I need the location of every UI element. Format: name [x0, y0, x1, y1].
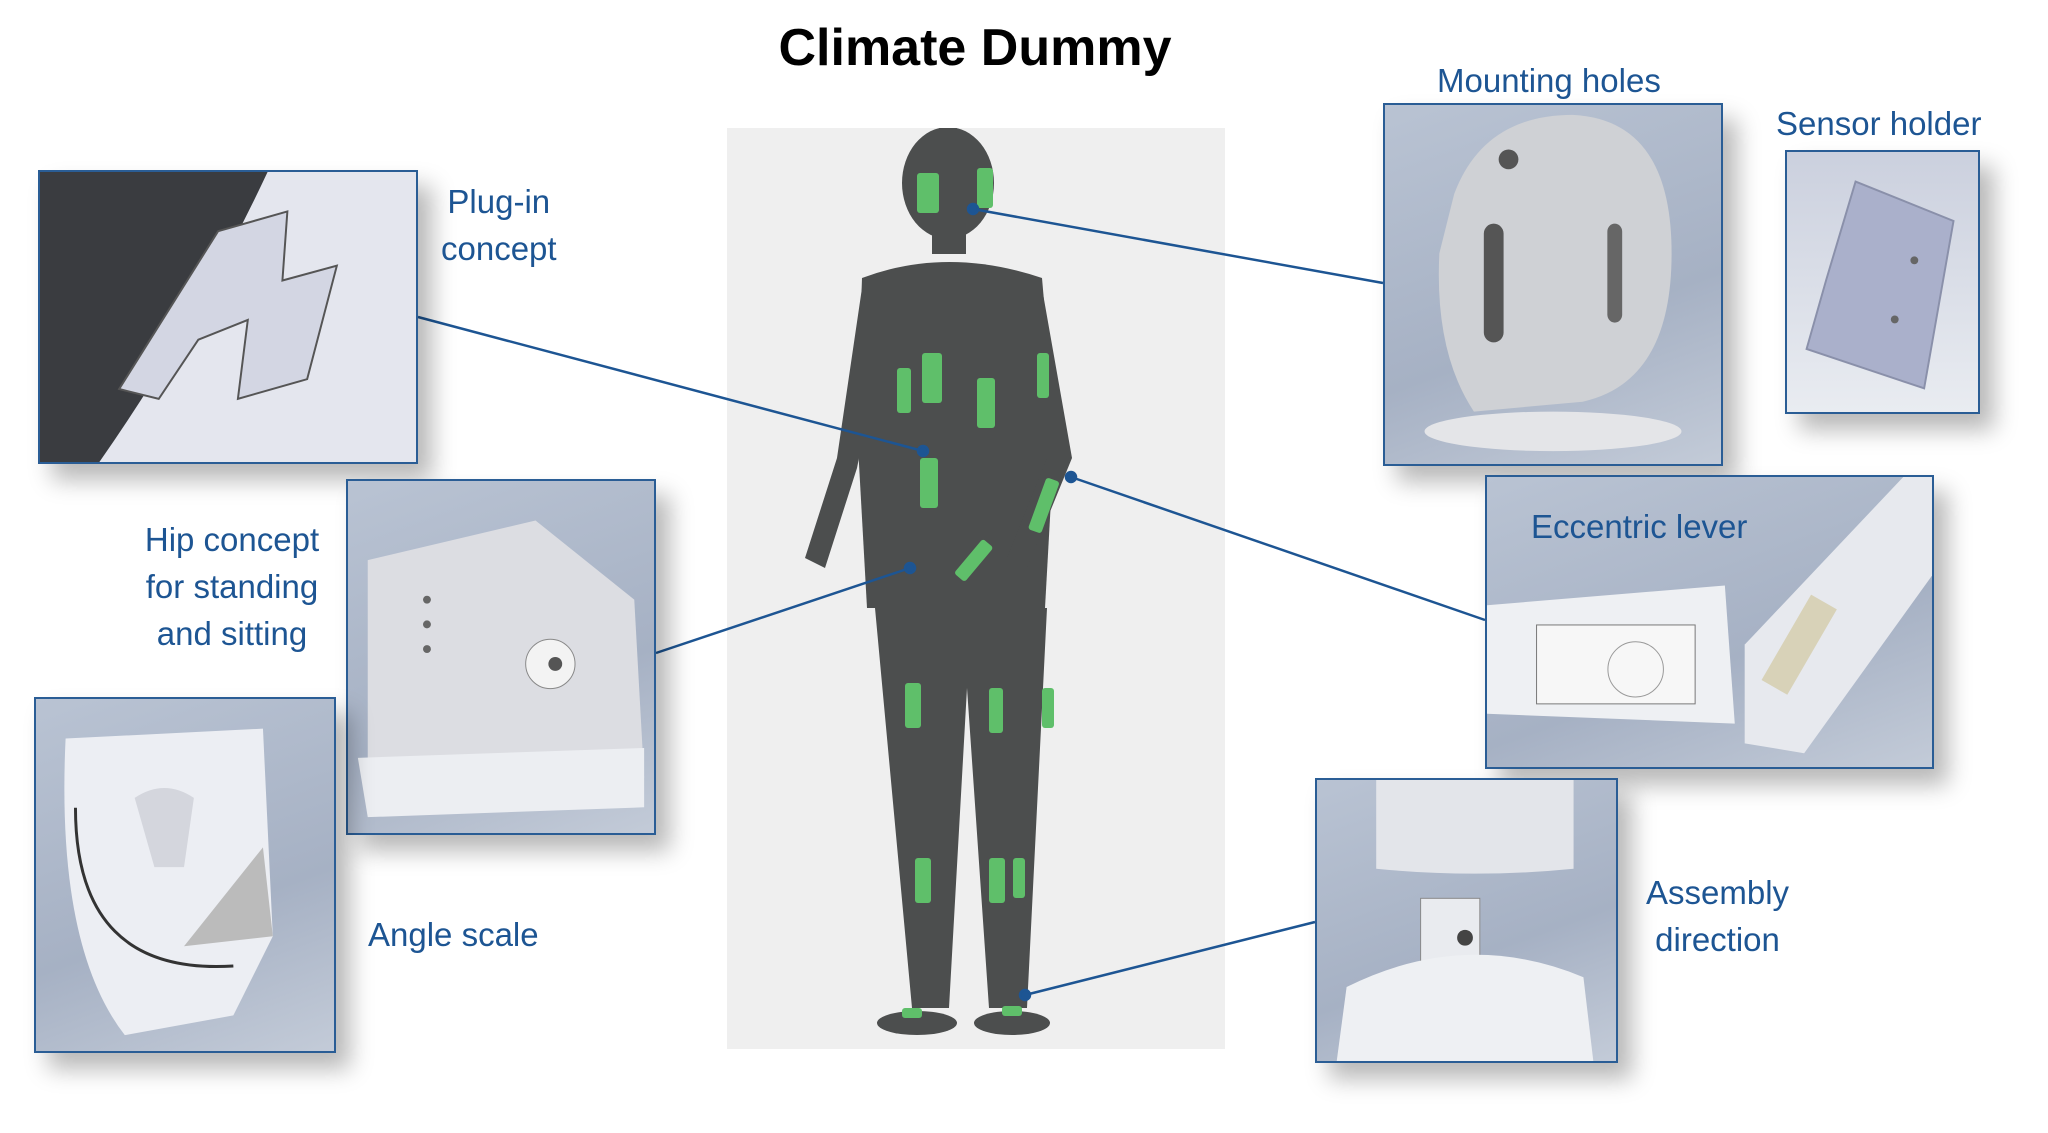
label-line: concept: [441, 230, 557, 267]
eccentric-lever-panel: Eccentric lever: [1485, 475, 1934, 769]
angle-scale-panel: [34, 697, 336, 1053]
sensor-holder-label: Sensor holder: [1776, 105, 1982, 142]
mounting-holes-label: Mounting holes: [1437, 62, 1661, 99]
plug-in-concept-panel: [38, 170, 418, 464]
label-line: direction: [1655, 921, 1780, 958]
dummy-figure: [805, 127, 1072, 1035]
assembly-direction-panel: [1315, 778, 1618, 1063]
hip-concept-panel: [346, 479, 656, 835]
sensor-holder-panel: [1785, 150, 1980, 414]
label-line: and sitting: [156, 615, 308, 652]
dummy-render: [727, 127, 1225, 1049]
eccentric-lever-label: Eccentric lever: [1531, 508, 1748, 545]
plug-in-label: Plug-in concept: [441, 178, 557, 272]
page-title: Climate Dummy: [778, 19, 1172, 77]
angle-scale-label: Angle scale: [368, 916, 539, 953]
label-line: Plug-in: [447, 183, 551, 220]
mounting-holes-panel: [1383, 103, 1723, 466]
hip-concept-label: Hip concept for standing and sitting: [127, 516, 337, 657]
sensor-pads: [897, 168, 1059, 1018]
label-line: Assembly: [1646, 874, 1790, 911]
label-line: Hip concept: [144, 521, 320, 558]
assembly-direction-label: Assembly direction: [1646, 869, 1789, 963]
label-line: for standing: [145, 568, 319, 605]
